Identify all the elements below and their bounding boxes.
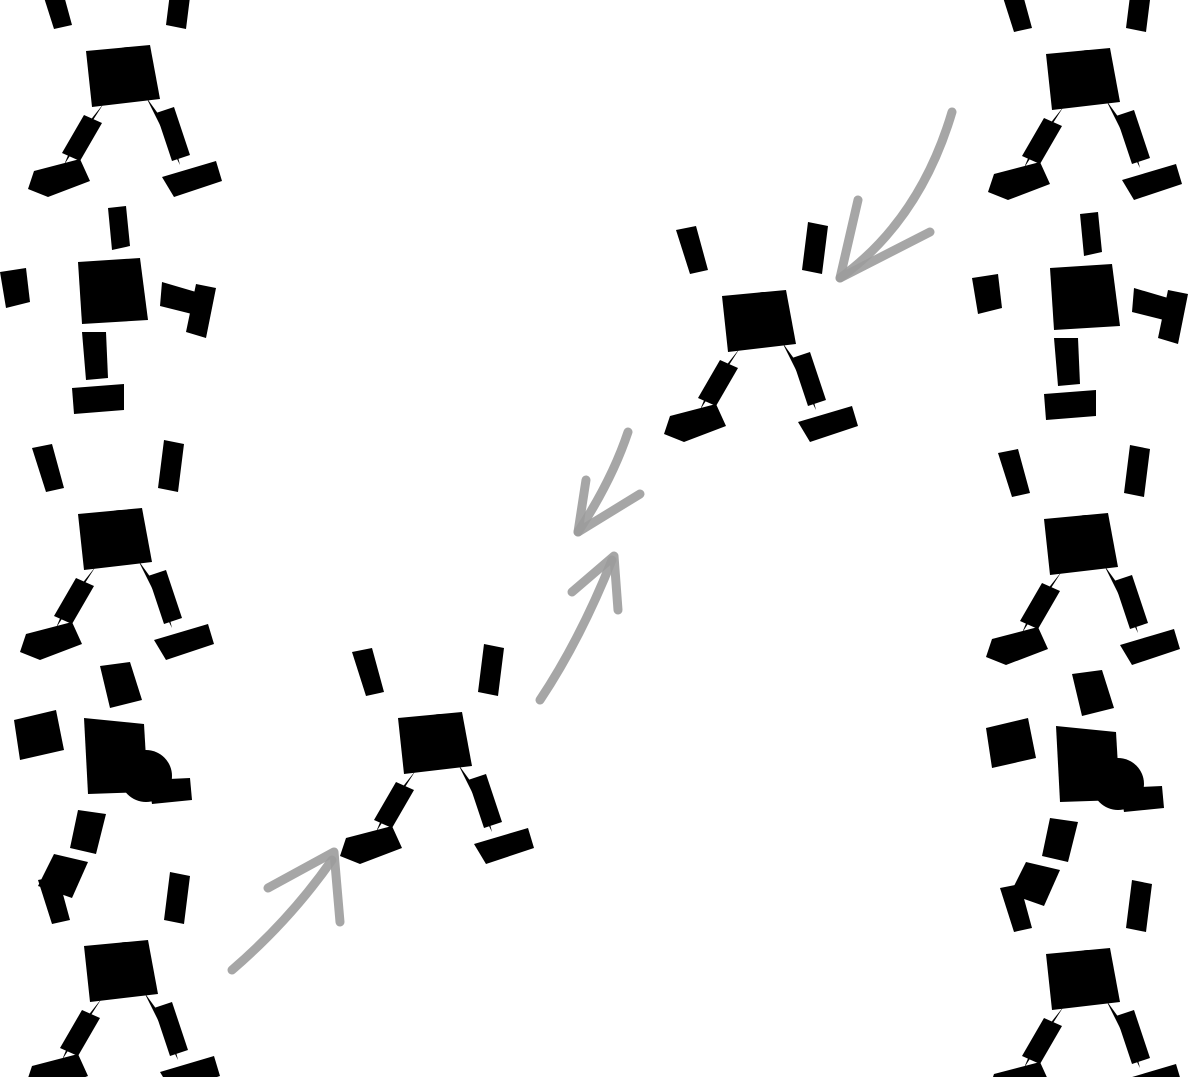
- robot-transition-2: [664, 222, 858, 442]
- arrow-transition1-to-meeting: [535, 551, 623, 705]
- arrow-left5-to-transition1: [227, 847, 345, 975]
- arrow-right1-to-transition2: [835, 107, 957, 283]
- robot-left-3: [20, 440, 214, 660]
- robot-right-3: [986, 445, 1180, 665]
- robot-right-5: [988, 880, 1182, 1077]
- robot-right-2: [972, 212, 1188, 420]
- left-column: [0, 0, 222, 1077]
- robot-right-4: [986, 670, 1164, 906]
- robot-right-1: [988, 0, 1182, 200]
- robot-left-2: [0, 206, 216, 414]
- right-column: [972, 0, 1188, 1077]
- robot-left-5: [26, 872, 220, 1077]
- robot-transition-1: [340, 644, 534, 864]
- robot-left-4: [14, 662, 192, 898]
- transition-arrows: [227, 107, 957, 975]
- robot-left-1: [28, 0, 222, 197]
- arrow-transition2-to-meeting: [573, 427, 645, 537]
